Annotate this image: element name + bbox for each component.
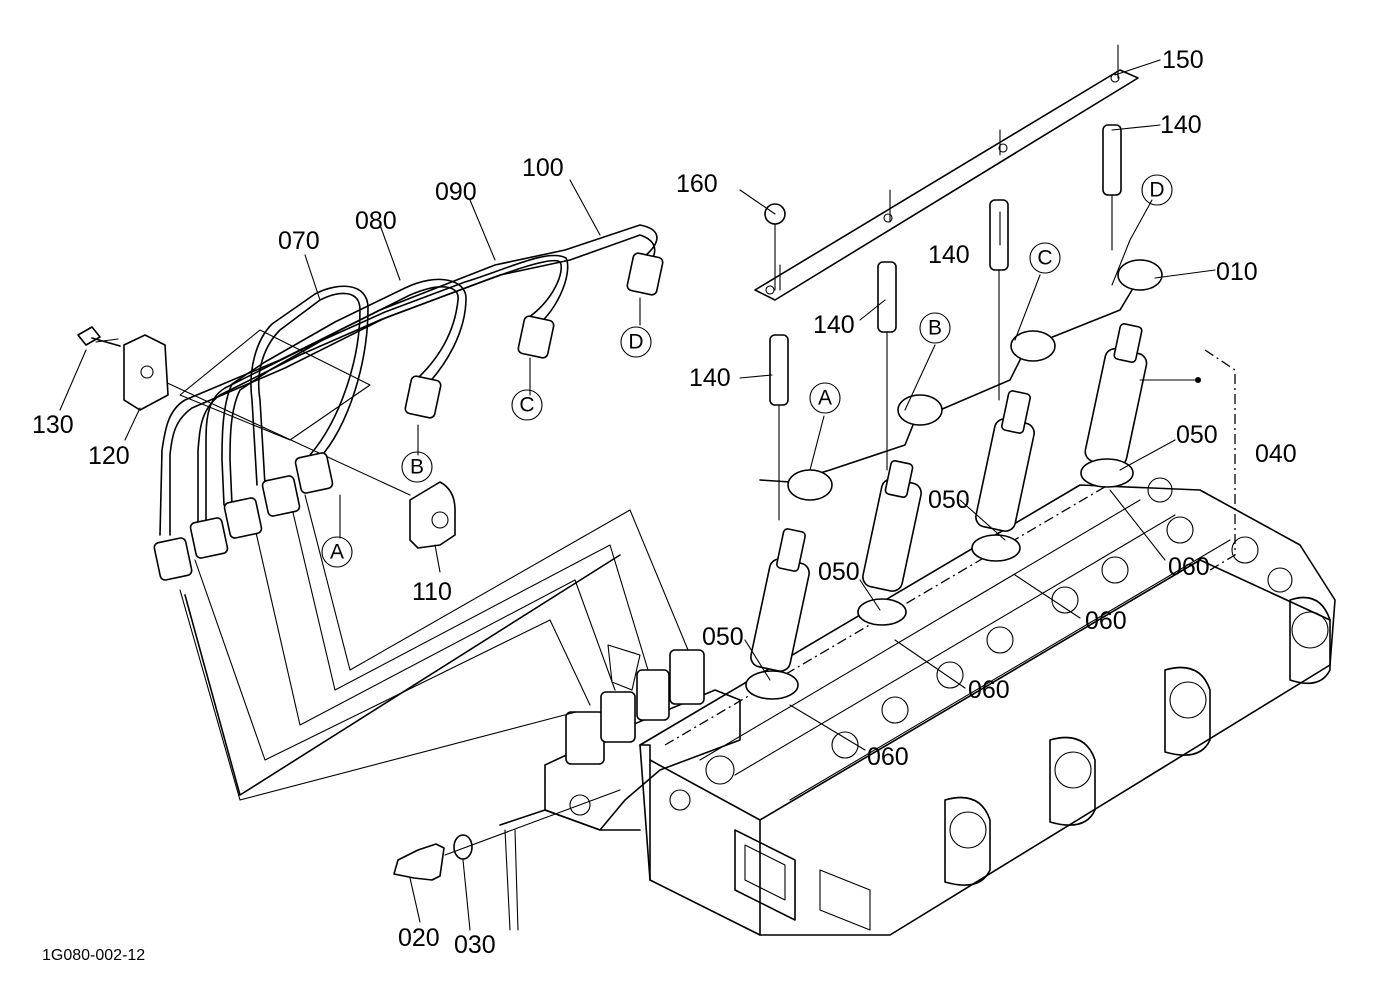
ref-a-lower: A <box>330 541 344 564</box>
ref-b-lower: B <box>410 456 424 479</box>
drawing-code: 1G080-002-12 <box>42 947 145 964</box>
label-010: 010 <box>1216 258 1258 286</box>
label-060-c: 060 <box>968 676 1010 704</box>
label-050-d: 050 <box>702 623 744 651</box>
label-030: 030 <box>454 931 496 959</box>
label-070: 070 <box>278 227 320 255</box>
label-140-d: 140 <box>689 364 731 392</box>
ref-a-upper: A <box>818 387 832 410</box>
label-150: 150 <box>1162 46 1204 74</box>
ref-d-upper: D <box>1149 179 1164 202</box>
label-140-b: 140 <box>928 241 970 269</box>
cylinder-head <box>639 477 1336 936</box>
label-160: 160 <box>676 170 718 198</box>
ref-d-lower: D <box>628 331 643 354</box>
ref-c-lower: C <box>519 394 534 417</box>
label-040: 040 <box>1255 440 1297 468</box>
label-140-c: 140 <box>813 311 855 339</box>
label-050-b: 050 <box>928 486 970 514</box>
label-060-b: 060 <box>1085 607 1127 635</box>
injection-pipes <box>149 224 689 801</box>
label-020: 020 <box>398 924 440 952</box>
injectors <box>745 124 1148 700</box>
label-090: 090 <box>435 178 477 206</box>
label-050-c: 050 <box>818 558 860 586</box>
glow-plug-lead <box>754 44 1236 571</box>
label-100: 100 <box>522 154 564 182</box>
reference-markers: D C B A D C B A <box>321 174 1173 568</box>
label-110: 110 <box>412 578 452 606</box>
part-labels: 150 140 160 140 010 140 140 050 040 050 … <box>32 46 1297 964</box>
label-080: 080 <box>355 207 397 235</box>
label-130: 130 <box>32 411 74 439</box>
label-120: 120 <box>88 442 130 470</box>
leader-lines <box>59 59 1216 931</box>
label-060-d: 060 <box>867 743 909 771</box>
label-050-a: 050 <box>1176 421 1218 449</box>
label-060-a: 060 <box>1168 553 1210 581</box>
label-140-a: 140 <box>1160 111 1202 139</box>
clamps <box>77 326 456 549</box>
ref-b-upper: B <box>928 317 942 340</box>
fittings <box>393 789 621 881</box>
ref-c-upper: C <box>1037 247 1052 270</box>
injection-pump <box>499 644 741 931</box>
